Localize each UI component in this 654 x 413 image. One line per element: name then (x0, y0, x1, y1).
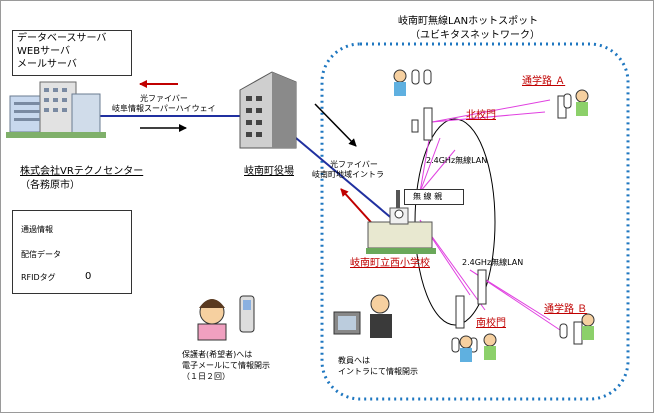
rfid-tags (411, 69, 572, 353)
legend-rfid-tag: RFIDタグ (21, 273, 56, 282)
wlan-label-south: 2.4GHz無線LAN (462, 258, 524, 267)
link-top-line2: 岐阜情報スーパーハイウェイ (112, 104, 216, 113)
base-station-label: 無 線 親 (413, 192, 443, 201)
legend-box: 通過情報 配信データ RFIDタグ 0 (12, 210, 132, 294)
south-gate-label: 南校門 (476, 318, 506, 329)
fiber-link-townhall-school (295, 137, 396, 222)
wireless-links (419, 99, 561, 331)
route-b-label: 通学路 Ｂ (544, 304, 588, 315)
route-a-label: 通学路 Ａ (522, 76, 566, 87)
guardian-icon (197, 299, 227, 341)
server-database-label: データベースサーバ (17, 33, 107, 44)
legend-passing-info: 通過情報 (21, 225, 53, 234)
children-icons (393, 69, 595, 362)
guardian-note-line1: 保護者(希望者)へは (182, 350, 253, 359)
hotspot-subtitle: （ユビキタスネットワーク） (410, 30, 540, 41)
datacenter-name: 株式会社VRテクノセンター (20, 166, 144, 177)
base-station-box: 無 線 親 (404, 189, 464, 205)
rfid-readers (411, 95, 583, 345)
guardian-note-line2: 電子メールにて情報開示 (182, 361, 270, 370)
legend-rfid-tag-symbol: 0 (85, 271, 92, 282)
link-mid-line2: 岐南町地域イントラ (312, 170, 384, 179)
link-top-line1: 光ファイバー (140, 94, 188, 103)
mobile-phone-icon (239, 295, 255, 333)
wlan-label-north: 2.4GHz無線LAN (426, 156, 488, 165)
town-hall-name: 岐南町役場 (244, 166, 294, 177)
staff-note-line1: 教員へは (338, 356, 370, 365)
hotspot-title: 岐南町無線LANホットスポット (398, 16, 539, 27)
arrow-delivery-mid (314, 103, 357, 147)
server-web-label: WEBサーバ (17, 46, 70, 57)
datacenter-building-icon (6, 81, 106, 138)
north-gate-label: 北校門 (466, 110, 496, 121)
server-mail-label: メールサーバ (17, 59, 77, 70)
town-hall-building-icon (239, 71, 297, 149)
legend-delivery-data: 配信データ (21, 250, 61, 259)
link-mid-line1: 光ファイバー (330, 160, 378, 169)
school-name: 岐南町立西小学校 (350, 258, 430, 269)
staff-note-line2: イントラにて情報開示 (338, 367, 418, 376)
guardian-note-line3: （１日２回） (182, 372, 230, 381)
servers-box: データベースサーバ WEBサーバ メールサーバ (12, 30, 132, 76)
datacenter-city: （各務原市） (20, 180, 80, 191)
school-building-icon (366, 190, 436, 254)
teacher-pc-icon (333, 294, 392, 338)
hotspot-boundary (320, 42, 630, 401)
